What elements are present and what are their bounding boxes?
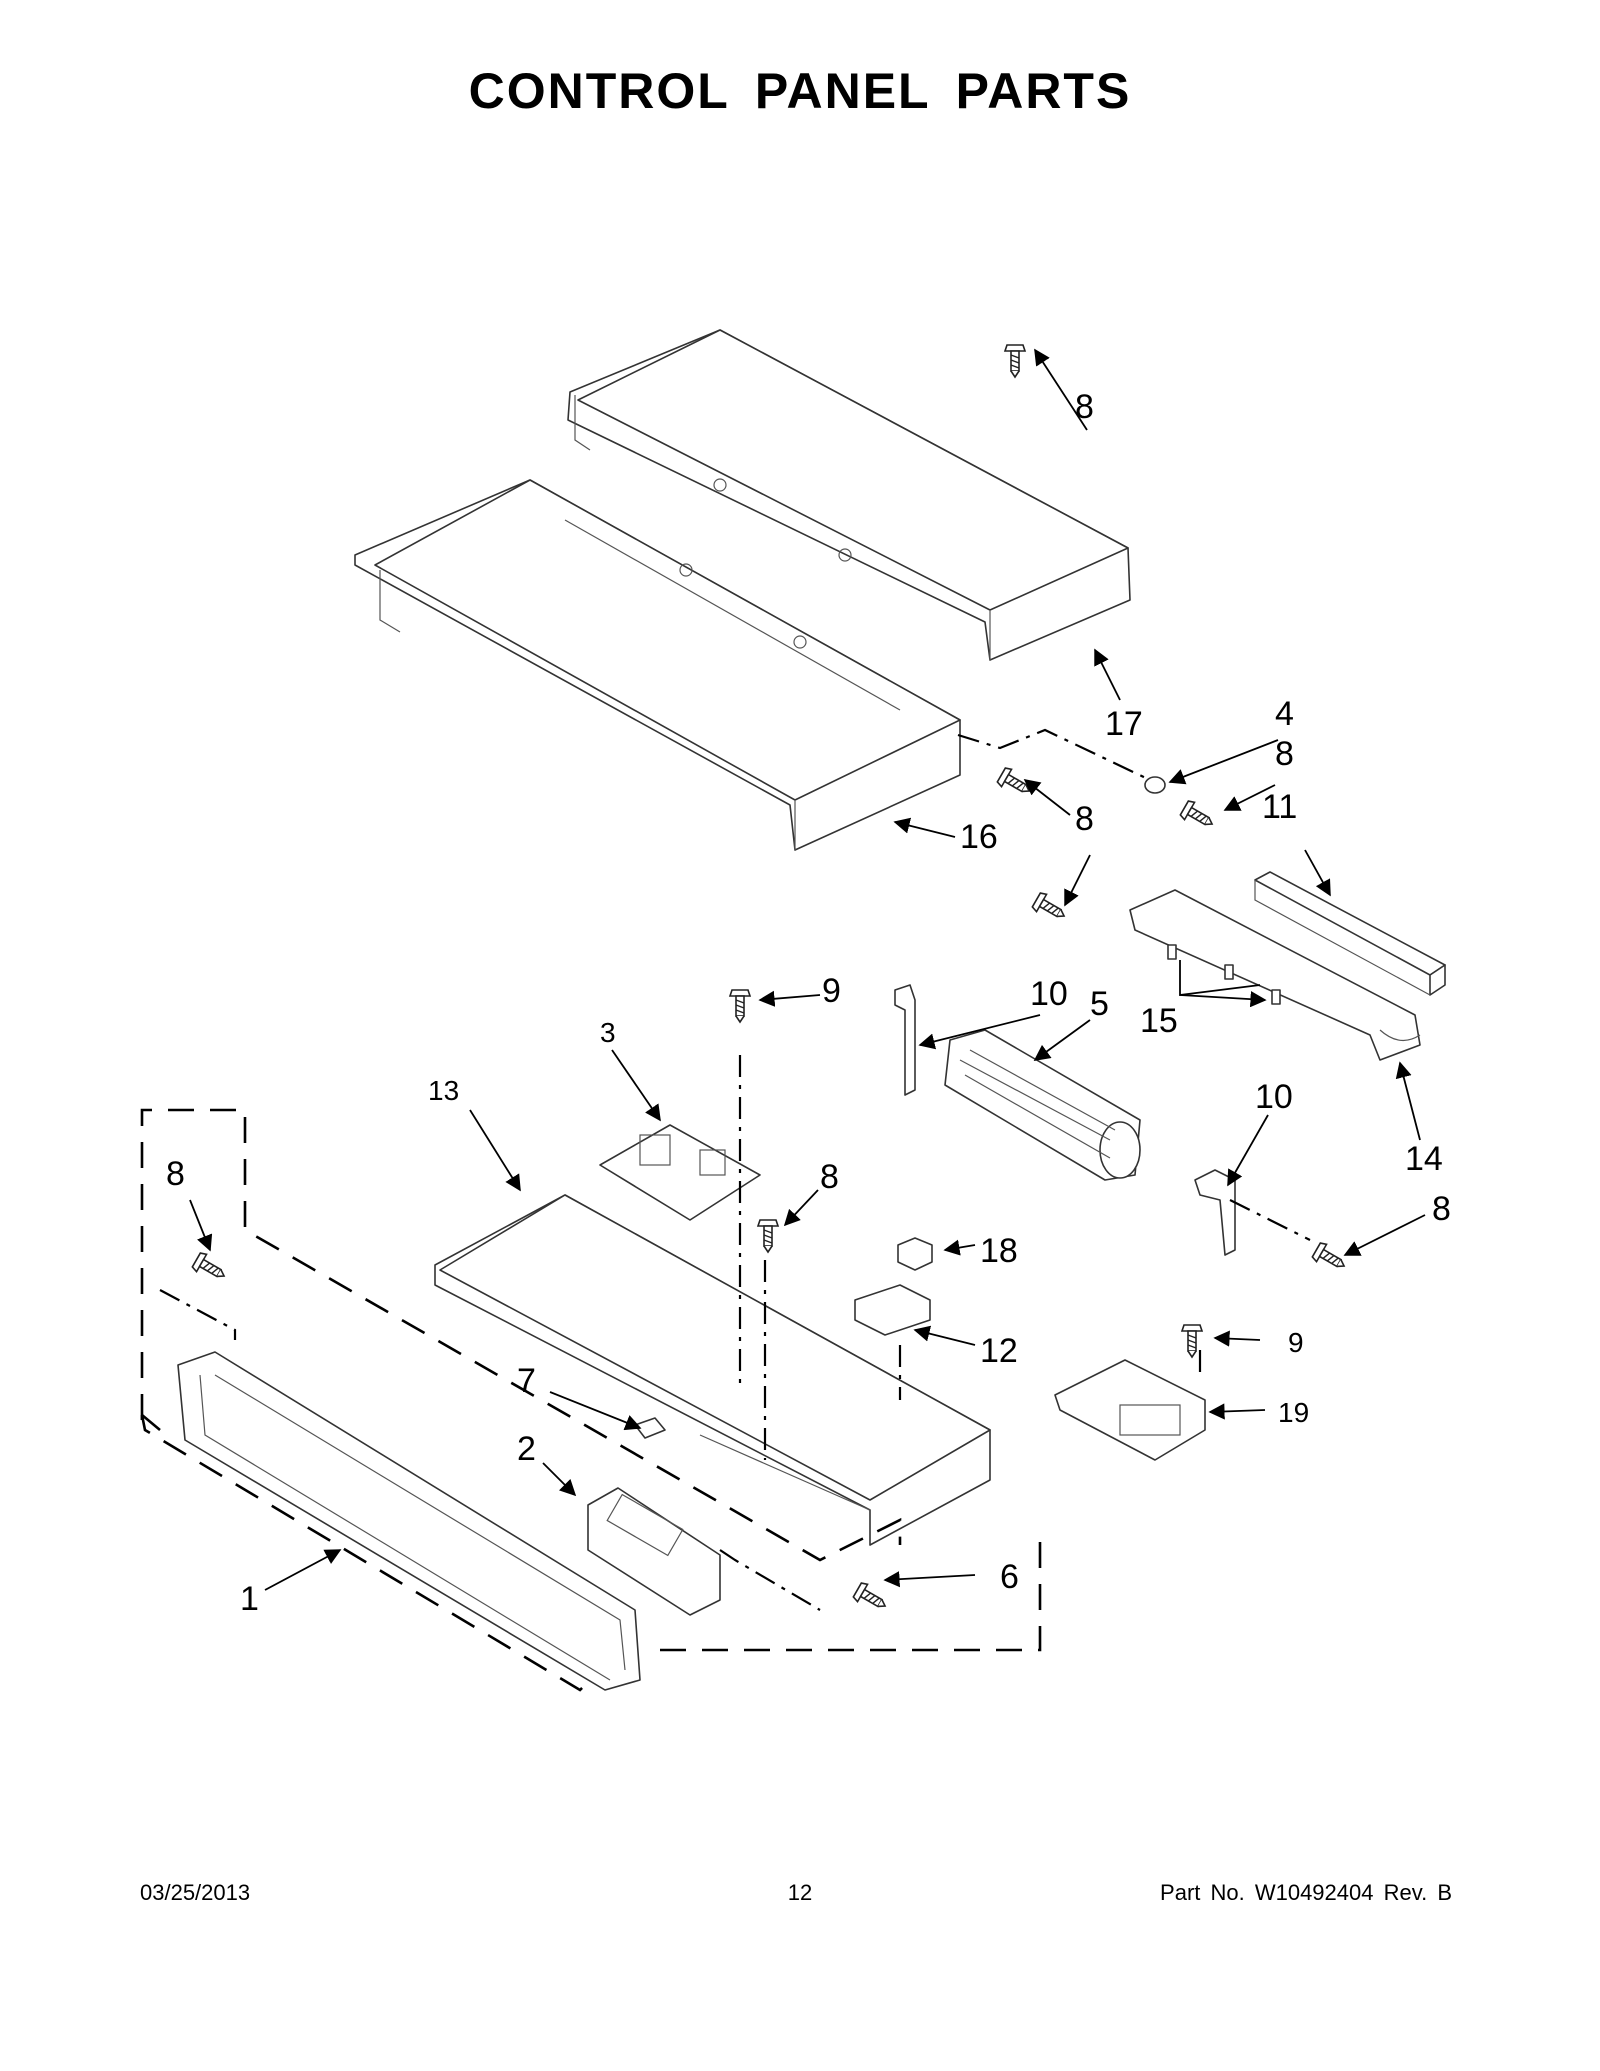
callout-10: 10 bbox=[1255, 1078, 1293, 1116]
callout-10: 10 bbox=[1030, 975, 1068, 1013]
callout-8: 8 bbox=[820, 1158, 839, 1196]
washer-icon-4 bbox=[1144, 776, 1166, 794]
part-17-top-cover bbox=[567, 329, 1131, 661]
part-1-control-panel bbox=[177, 1351, 641, 1691]
part-18-nut bbox=[897, 1237, 933, 1271]
footer-date: 03/25/2013 bbox=[140, 1880, 251, 1905]
callout-8: 8 bbox=[1432, 1190, 1451, 1228]
screw-icon-8g bbox=[1310, 1240, 1350, 1276]
callout-5: 5 bbox=[1090, 985, 1109, 1023]
callout-17: 17 bbox=[1105, 705, 1143, 743]
part-16-lower-cover bbox=[354, 479, 961, 851]
callout-13: 13 bbox=[428, 1075, 459, 1106]
callout-2: 2 bbox=[517, 1430, 536, 1468]
part-10-bracket-upper bbox=[894, 984, 916, 1096]
leader-lines bbox=[189, 348, 1426, 1591]
part-19-relay-board bbox=[1054, 1359, 1206, 1461]
screw-icon-8f bbox=[190, 1250, 230, 1286]
dashed-assembly-outline bbox=[140, 1108, 1042, 1692]
part-2-ui-board bbox=[587, 1487, 721, 1616]
callout-16: 16 bbox=[960, 818, 998, 856]
part-5-blower bbox=[944, 1029, 1141, 1181]
callout-1: 1 bbox=[240, 1580, 259, 1618]
part-13-control-plate bbox=[434, 1194, 991, 1546]
callout-9: 9 bbox=[822, 972, 841, 1010]
part-3-power-board bbox=[599, 1124, 761, 1221]
callout-11: 11 bbox=[1262, 788, 1297, 826]
callout-12: 12 bbox=[980, 1332, 1018, 1370]
screw-icon-6 bbox=[851, 1580, 891, 1616]
footer-page-number: 12 bbox=[787, 1880, 813, 1905]
dashdot-assembly-lines bbox=[159, 728, 1311, 1611]
callout-18: 18 bbox=[980, 1232, 1018, 1270]
callout-8: 8 bbox=[1075, 388, 1094, 426]
callout-8: 8 bbox=[166, 1155, 185, 1193]
callout-8: 8 bbox=[1075, 800, 1094, 838]
callout-labels: 17 8 4 8 11 8 16 9 10 5 15 3 13 10 14 8 … bbox=[166, 388, 1451, 1618]
callout-7: 7 bbox=[517, 1362, 536, 1400]
callout-14: 14 bbox=[1405, 1140, 1443, 1178]
callout-8: 8 bbox=[1275, 735, 1294, 773]
callout-19: 19 bbox=[1278, 1397, 1309, 1428]
part-10-bracket-lower bbox=[1194, 1169, 1236, 1256]
callout-9: 9 bbox=[1288, 1327, 1304, 1358]
footer-part-number: Part No. W10492404 Rev. B bbox=[1160, 1880, 1452, 1905]
screw-icon-8c bbox=[1030, 890, 1070, 926]
page-title: CONTROL PANEL PARTS bbox=[468, 63, 1132, 119]
callout-3: 3 bbox=[600, 1017, 616, 1048]
callout-15: 15 bbox=[1140, 1002, 1178, 1040]
part-12-terminal-block bbox=[854, 1284, 931, 1336]
screw-icon-8a bbox=[1004, 344, 1026, 378]
part-7-clip bbox=[634, 1417, 666, 1439]
pins-icon-15 bbox=[1167, 944, 1281, 1005]
screw-icon-8d bbox=[1178, 798, 1218, 834]
screw-icon-9a bbox=[729, 989, 751, 1023]
callout-4: 4 bbox=[1275, 695, 1294, 733]
screw-icon-8e bbox=[757, 1219, 779, 1253]
part-11-strip bbox=[1254, 871, 1446, 996]
callout-6: 6 bbox=[1000, 1558, 1019, 1596]
